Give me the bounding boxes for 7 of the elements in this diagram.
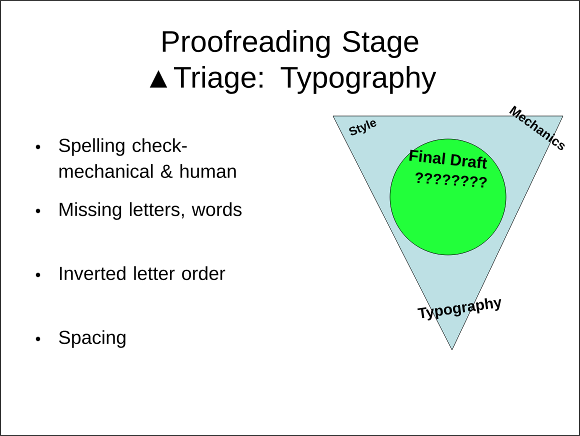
bullet-text: Spacing (59, 330, 126, 348)
curved-label: Style (349, 120, 376, 136)
bullet-text: Missing letters, words (60, 202, 242, 220)
curved-label: Typography (417, 298, 502, 320)
title: Proofreading Stage ▲Triage: Typography (150, 30, 436, 94)
bullet-text: Spelling check- mechanical & human (59, 138, 236, 178)
bullet-text: Inverted letter order (60, 266, 226, 280)
